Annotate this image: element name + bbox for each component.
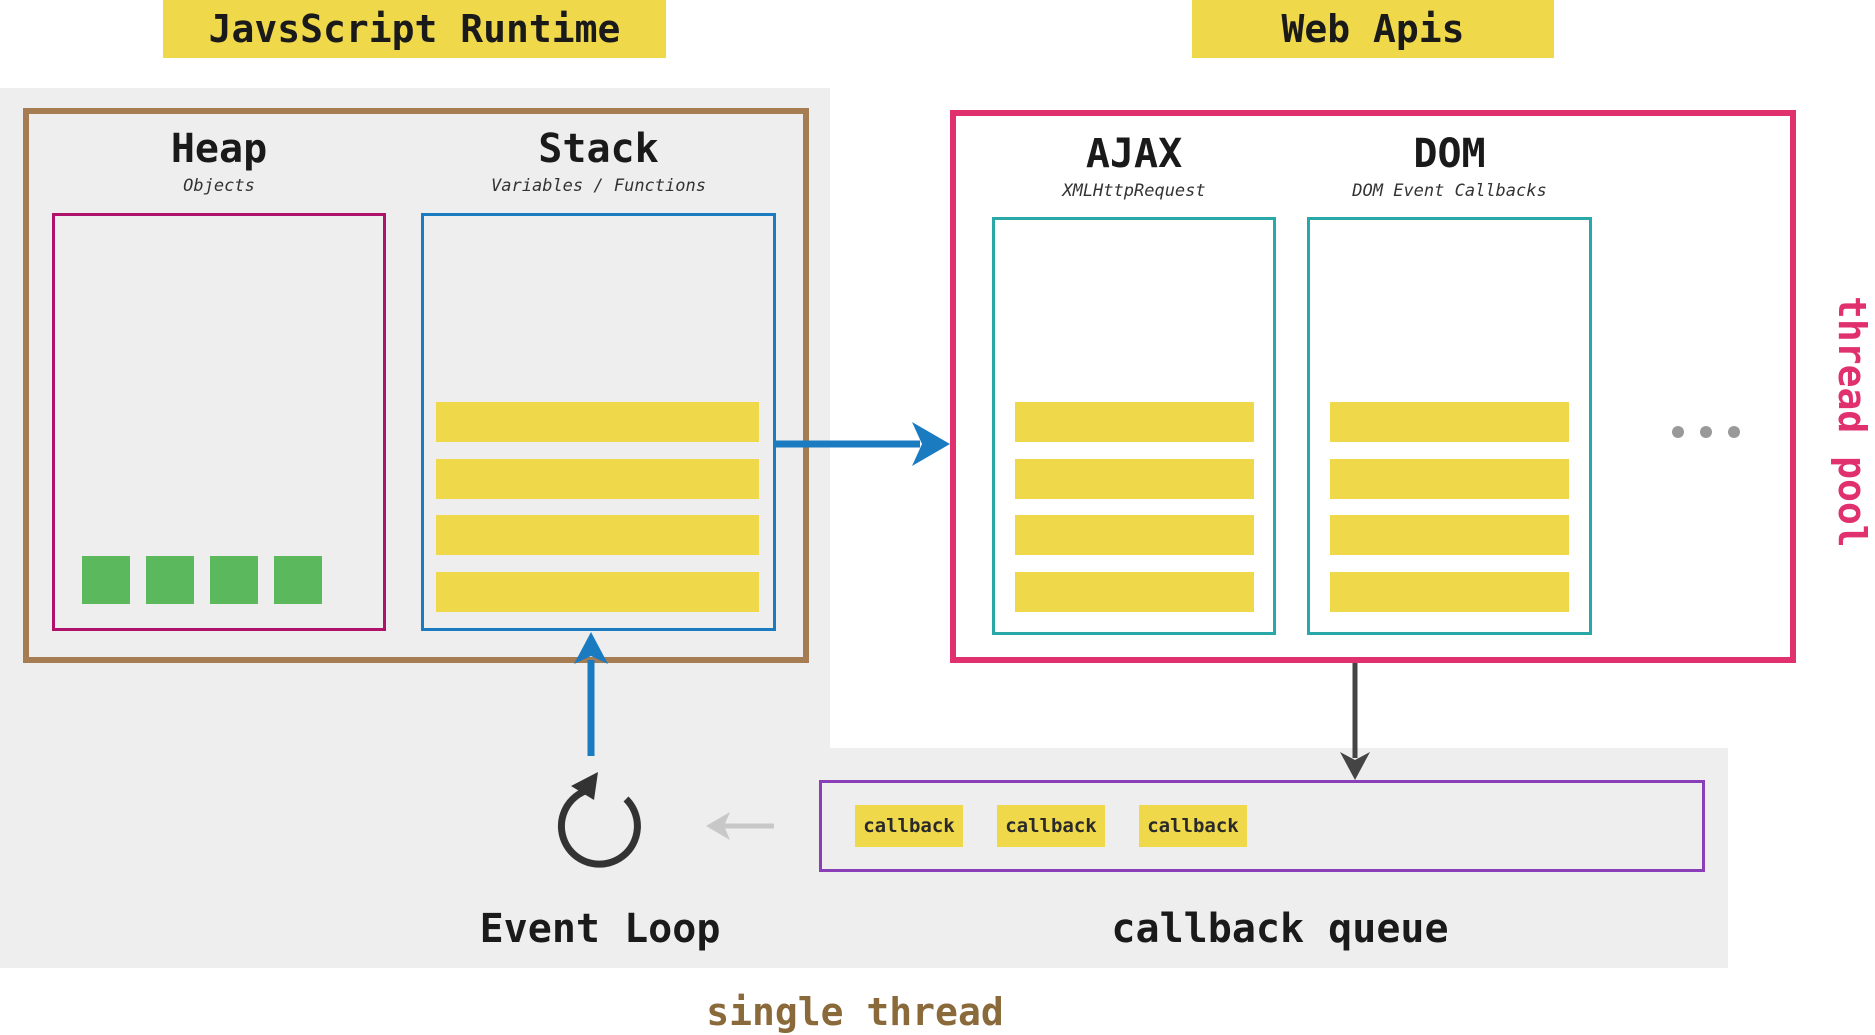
ajax-item: [1015, 402, 1254, 442]
event-loop-icon: [557, 772, 641, 868]
heap-subtitle: Objects: [183, 176, 255, 196]
more-apis-ellipsis: [1672, 426, 1740, 440]
runtime-container: [23, 108, 809, 663]
stack-frame: [436, 515, 759, 555]
ellipsis-dot: [1728, 426, 1740, 438]
heap-object: [210, 556, 258, 604]
stack-frame: [436, 459, 759, 499]
ellipsis-dot: [1700, 426, 1712, 438]
stack-frame: [436, 402, 759, 442]
web-apis-banner: Web Apis: [1192, 0, 1554, 58]
event-loop-label: Event Loop: [479, 906, 721, 952]
stack-title: Stack: [538, 126, 659, 172]
thread-pool-label: thread pool: [1830, 296, 1874, 548]
heap-object: [82, 556, 130, 604]
callback-queue-label: callback queue: [1111, 906, 1449, 952]
dom-item: [1330, 459, 1569, 499]
ajax-item: [1015, 515, 1254, 555]
dom-item: [1330, 572, 1569, 612]
dom-subtitle: DOM Event Callbacks: [1352, 181, 1547, 201]
heap-title: Heap: [170, 126, 268, 172]
ajax-item: [1015, 572, 1254, 612]
callback-queue-box: [819, 780, 1705, 872]
heap-object: [146, 556, 194, 604]
stack-frame: [436, 572, 759, 612]
stack-box: [421, 213, 776, 631]
dom-title: DOM: [1413, 131, 1486, 177]
dom-item: [1330, 402, 1569, 442]
arrow-webapis-to-queue: [1340, 663, 1370, 780]
heap-box: [52, 213, 386, 631]
callback-item: callback: [997, 805, 1105, 847]
ellipsis-dot: [1672, 426, 1684, 438]
callback-item: callback: [855, 805, 963, 847]
arrow-eventloop-to-stack: [574, 632, 608, 756]
single-thread-label: single thread: [706, 990, 1004, 1034]
ajax-item: [1015, 459, 1254, 499]
runtime-banner: JavsScript Runtime: [163, 0, 666, 58]
dom-item: [1330, 515, 1569, 555]
heap-object: [274, 556, 322, 604]
stack-subtitle: Variables / Functions: [491, 176, 706, 196]
ajax-subtitle: XMLHttpRequest: [1062, 181, 1206, 201]
arrow-queue-to-eventloop: [706, 812, 774, 840]
runtime-banner-title: JavsScript Runtime: [208, 7, 621, 51]
callback-item: callback: [1139, 805, 1247, 847]
ajax-title: AJAX: [1085, 131, 1183, 177]
web-apis-banner-title: Web Apis: [1281, 7, 1465, 51]
arrow-stack-to-webapis: [776, 422, 950, 466]
